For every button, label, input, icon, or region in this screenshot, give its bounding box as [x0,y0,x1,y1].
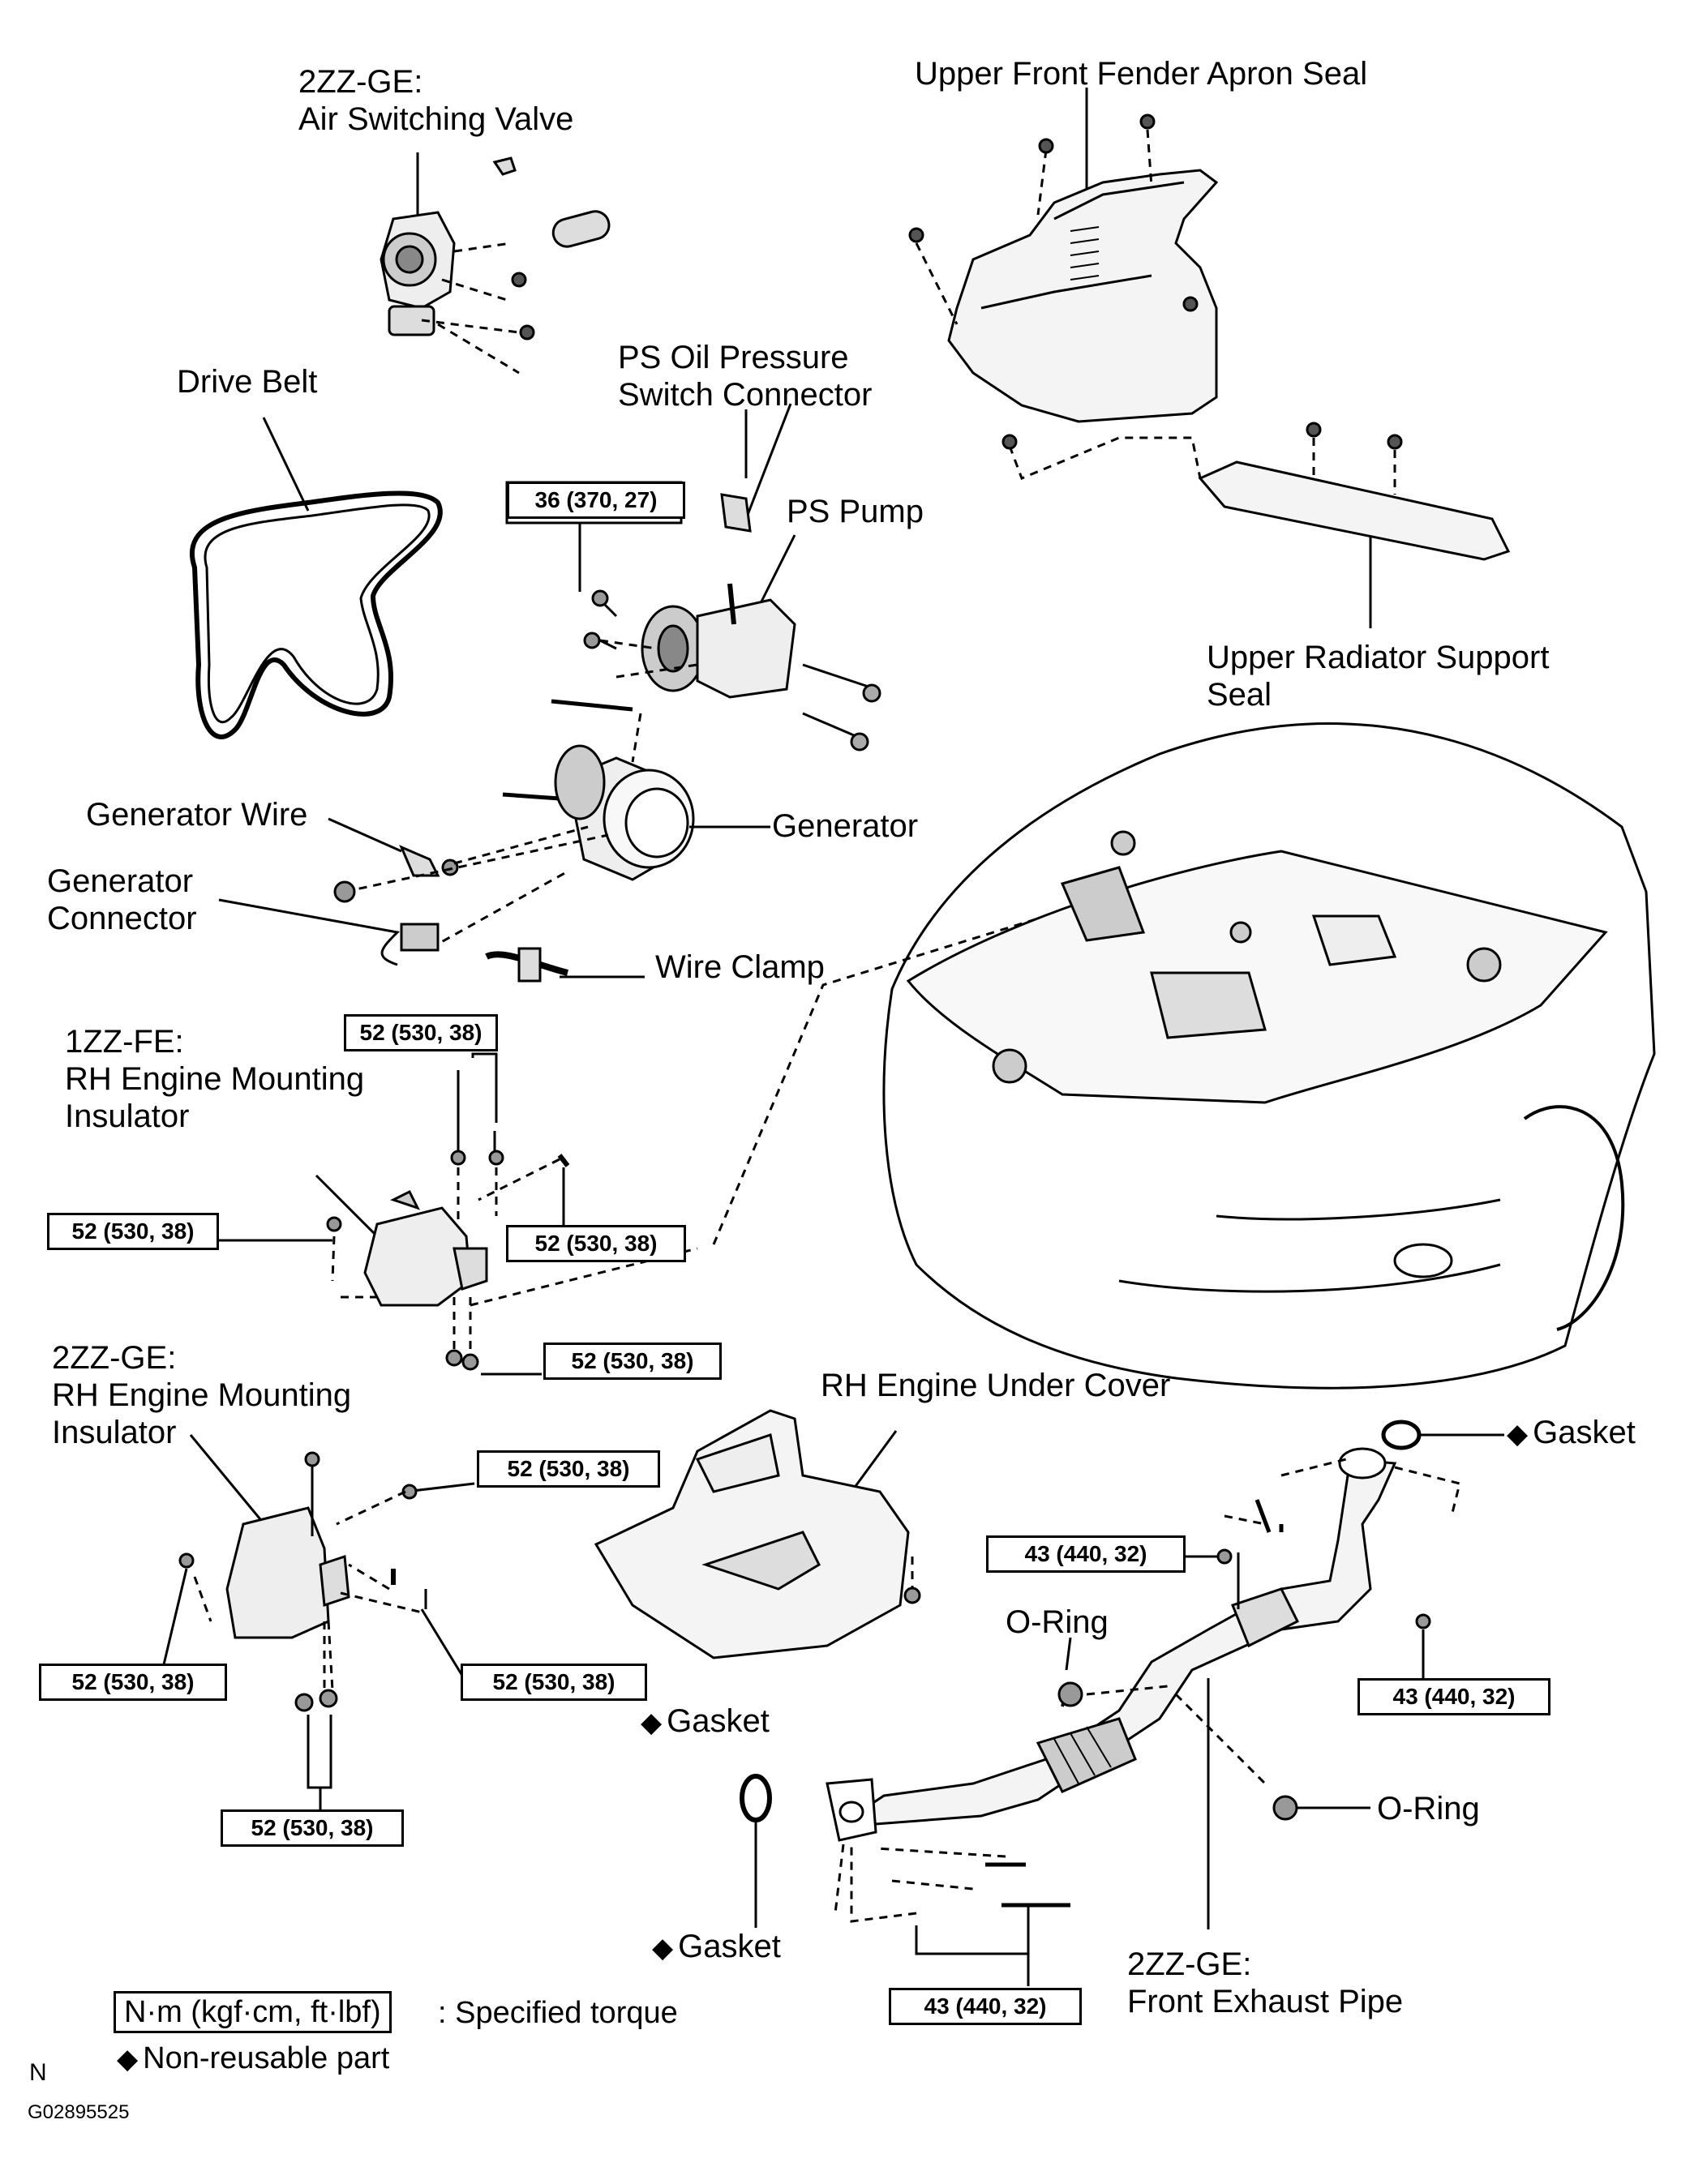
ps-pump-label: PS Pump [787,494,924,529]
torque-1zz-left: 52 (530, 38) [47,1213,219,1250]
exhaust-pipe-label: Front Exhaust Pipe [1127,1984,1404,2019]
air-switching-valve-label: Air Switching Valve [298,101,574,137]
1zz-fe-mounting-drawing [217,914,1047,1376]
torque-2zz-bottom: 52 (530, 38) [221,1809,404,1847]
torque-exhaust-right: 43 (440, 32) [1357,1678,1550,1715]
torque-exhaust-bottom: 43 (440, 32) [889,1988,1082,2025]
1zz-fe-engine-label: 1ZZ-FE: [65,1024,184,1060]
fender-apron-seal-drawing [908,88,1219,480]
generator-label: Generator [772,808,919,844]
under-cover-drawing [594,1409,921,1659]
torque-exhaust-left: 43 (440, 32) [986,1535,1186,1573]
gasket-text: Gasket [667,1703,770,1739]
2zz-ge-engine-label: 2ZZ-GE: [52,1340,177,1376]
torque-unit-legend-text: : Specified torque [438,1996,678,2030]
ps-switch-label-2: Switch Connector [618,377,873,413]
ps-pump-drawing [505,403,881,752]
drive-belt-label: Drive Belt [177,364,318,400]
2zz-ge-mounting-drawing [159,1434,475,1820]
torque-unit-legend-box: N·m (kgf·cm, ft·lbf) [114,1991,392,2033]
under-cover-label: RH Engine Under Cover [821,1368,1171,1403]
exhaust-pipe-drawing [740,1420,1504,1986]
gasket-top-label: ◆Gasket [1507,1414,1636,1454]
2zz-ge-mount-label-1: RH Engine Mounting [52,1377,352,1413]
ps-switch-label-1: PS Oil Pressure [618,340,849,375]
1zz-fe-mount-label-2: Insulator [65,1098,190,1134]
generator-wire-label: Generator Wire [86,797,308,833]
gasket-mid-label: ◆Gasket [641,1702,770,1742]
non-reusable-diamond-icon: ◆ [641,1707,663,1738]
1zz-fe-mount-label-1: RH Engine Mounting [65,1061,365,1097]
exhaust-engine-label: 2ZZ-GE: [1127,1946,1252,1982]
torque-1zz-top: 52 (530, 38) [344,1014,498,1051]
figure-id: G02895525 [28,2101,130,2123]
non-reusable-text: Non-reusable part [143,2041,390,2075]
asv-engine-label: 2ZZ-GE: [298,64,423,100]
torque-2zz-top: 52 (530, 38) [477,1450,660,1488]
non-reusable-legend: ◆Non-reusable part [117,2040,389,2079]
corner-n-mark: N [29,2059,47,2086]
non-reusable-diamond-icon: ◆ [117,2044,139,2075]
torque-2zz-left: 52 (530, 38) [39,1664,227,1701]
generator-connector-label-1: Generator [47,863,194,899]
o-ring-bottom-label: O-Ring [1377,1791,1480,1826]
fender-apron-seal-label: Upper Front Fender Apron Seal [915,56,1368,92]
gasket-text: Gasket [1533,1415,1636,1450]
radiator-seal-label-1: Upper Radiator Support [1207,640,1550,675]
generator-connector-label-2: Connector [47,901,197,936]
torque-1zz-right: 52 (530, 38) [506,1225,686,1262]
non-reusable-diamond-icon: ◆ [1507,1419,1529,1450]
torque-ps-pump: 36 (370, 27) [507,482,685,519]
air-switching-valve-drawing [380,152,611,375]
non-reusable-diamond-icon: ◆ [652,1933,674,1963]
torque-1zz-bottom: 52 (530, 38) [543,1343,722,1380]
wire-clamp-label: Wire Clamp [655,949,825,985]
radiator-support-seal-drawing [1198,422,1511,628]
gasket-text: Gasket [678,1929,781,1964]
drive-belt-drawing [190,417,443,739]
torque-2zz-right: 52 (530, 38) [461,1664,647,1701]
o-ring-top-label: O-Ring [1006,1604,1109,1640]
gasket-bottom-label: ◆Gasket [652,1928,781,1968]
2zz-ge-mount-label-2: Insulator [52,1415,177,1450]
generator-drawing [218,699,770,983]
radiator-seal-label-2: Seal [1207,677,1272,713]
car-front-drawing [882,722,1656,1390]
